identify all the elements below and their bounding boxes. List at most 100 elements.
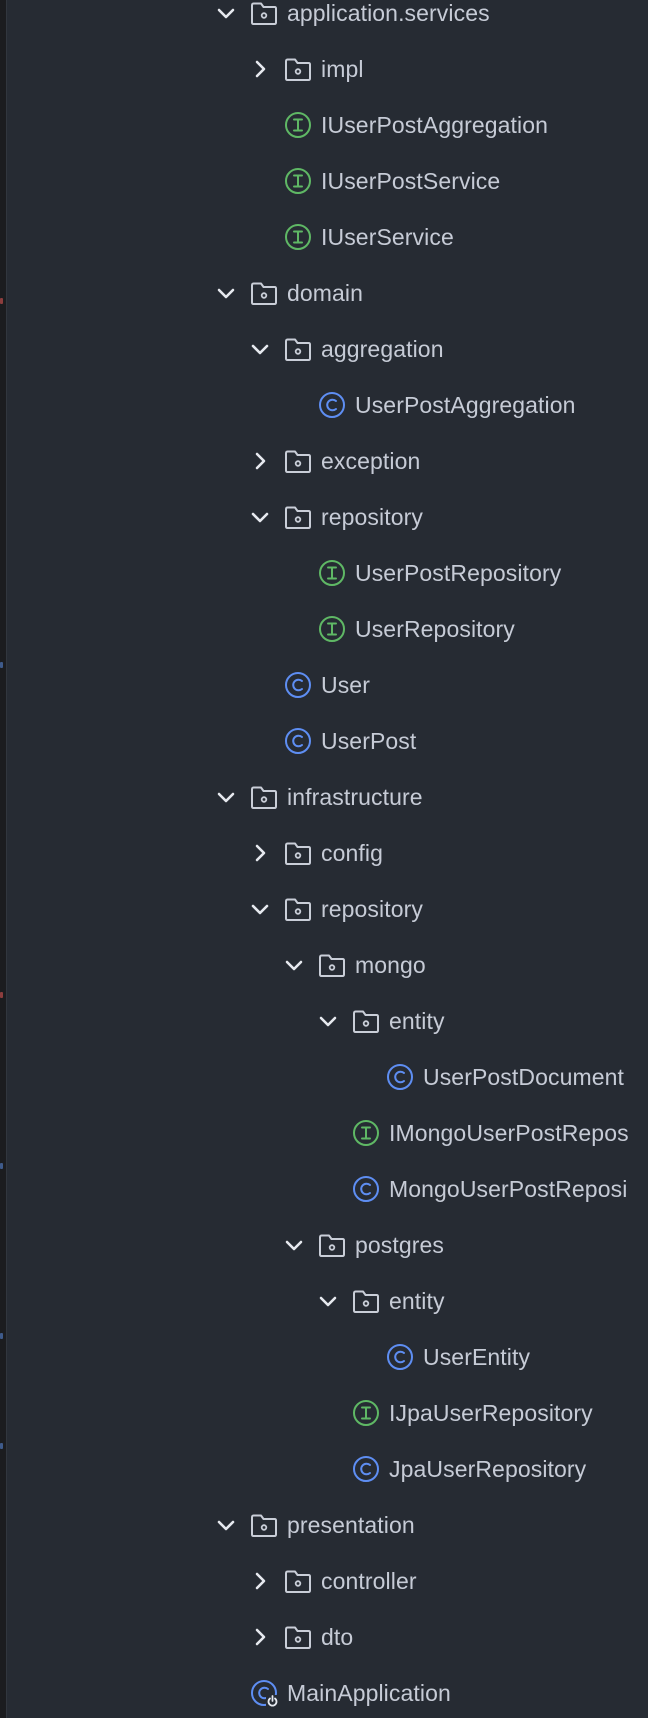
tree-node-impl[interactable]: impl [0, 41, 648, 97]
tree-node-label: impl [321, 56, 364, 82]
tree-node-presentation[interactable]: presentation [0, 1497, 648, 1553]
chevron-right-icon[interactable] [249, 450, 271, 472]
tree-node-label: entity [389, 1288, 445, 1314]
chevron-down-icon[interactable] [249, 898, 271, 920]
chevron-down-icon[interactable] [317, 1010, 339, 1032]
tree-node-label: dto [321, 1624, 354, 1650]
chevron-right-icon[interactable] [249, 58, 271, 80]
tree-node-infrastructure[interactable]: infrastructure [0, 769, 648, 825]
tree-node-application-services[interactable]: application.services [0, 0, 648, 41]
tree-node-userpostaggregation[interactable]: UserPostAggregation [0, 377, 648, 433]
tree-node-entity[interactable]: entity [0, 1273, 648, 1329]
class-icon [283, 726, 313, 756]
tree-node-postgres[interactable]: postgres [0, 1217, 648, 1273]
tree-node-iuserpostservice[interactable]: IUserPostService [0, 153, 648, 209]
folder-icon [249, 0, 279, 28]
tree-node-userpostdocument[interactable]: UserPostDocument [0, 1049, 648, 1105]
folder-icon [351, 1286, 381, 1316]
tree-node-label: repository [321, 504, 423, 530]
tree-node-label: aggregation [321, 336, 444, 362]
tree-node-mongouserpostreposi[interactable]: MongoUserPostReposi [0, 1161, 648, 1217]
tree-node-label: User [321, 672, 370, 698]
tree-node-ijpauserrepository[interactable]: IJpaUserRepository [0, 1385, 648, 1441]
tree-node-entity[interactable]: entity [0, 993, 648, 1049]
folder-icon [317, 1230, 347, 1260]
tree-node-userrepository[interactable]: UserRepository [0, 601, 648, 657]
tree-node-label: mongo [355, 952, 426, 978]
tree-node-aggregation[interactable]: aggregation [0, 321, 648, 377]
tree-node-mainapplication[interactable]: MainApplication [0, 1665, 648, 1718]
left-gutter [0, 0, 7, 1718]
tree-node-repository[interactable]: repository [0, 881, 648, 937]
folder-icon [283, 838, 313, 868]
tree-node-dto[interactable]: dto [0, 1609, 648, 1665]
interface-icon [351, 1118, 381, 1148]
tree-node-userentity[interactable]: UserEntity [0, 1329, 648, 1385]
tree-node-domain[interactable]: domain [0, 265, 648, 321]
tree-node-userpostrepository[interactable]: UserPostRepository [0, 545, 648, 601]
tree-node-jpauserrepository[interactable]: JpaUserRepository [0, 1441, 648, 1497]
tree-node-label: presentation [287, 1512, 415, 1538]
tree-node-label: UserPostDocument [423, 1064, 625, 1090]
chevron-down-icon[interactable] [215, 786, 237, 808]
tree-node-label: entity [389, 1008, 445, 1034]
chevron-down-icon[interactable] [249, 506, 271, 528]
tree-node-label: MongoUserPostReposi [389, 1176, 628, 1202]
interface-icon [283, 110, 313, 140]
spring-boot-class-icon [249, 1678, 279, 1708]
gutter-marker [0, 298, 3, 304]
tree-node-label: IUserPostAggregation [321, 112, 549, 138]
gutter-marker [0, 1443, 3, 1449]
tree-node-mongo[interactable]: mongo [0, 937, 648, 993]
tree-node-label: UserPost [321, 728, 417, 754]
tree-node-label: exception [321, 448, 421, 474]
class-icon [385, 1342, 415, 1372]
tree-node-label: MainApplication [287, 1680, 451, 1706]
folder-icon [249, 1510, 279, 1540]
chevron-right-icon[interactable] [249, 1626, 271, 1648]
tree-node-iuserservice[interactable]: IUserService [0, 209, 648, 265]
tree-node-label: IUserPostService [321, 168, 501, 194]
tree-node-repository[interactable]: repository [0, 489, 648, 545]
tree-node-label: infrastructure [287, 784, 423, 810]
gutter-marker [0, 992, 3, 998]
chevron-down-icon[interactable] [283, 1234, 305, 1256]
folder-icon [351, 1006, 381, 1036]
class-icon [385, 1062, 415, 1092]
tree-node-config[interactable]: config [0, 825, 648, 881]
tree-node-userpost[interactable]: UserPost [0, 713, 648, 769]
chevron-right-icon[interactable] [249, 842, 271, 864]
gutter-marker [0, 662, 3, 668]
tree-node-label: UserRepository [355, 616, 515, 642]
class-icon [317, 390, 347, 420]
interface-icon [351, 1398, 381, 1428]
chevron-down-icon[interactable] [215, 282, 237, 304]
tree-node-label: domain [287, 280, 364, 306]
tree-node-iuserpostaggregation[interactable]: IUserPostAggregation [0, 97, 648, 153]
folder-icon [283, 894, 313, 924]
chevron-down-icon[interactable] [215, 1514, 237, 1536]
chevron-down-icon[interactable] [215, 2, 237, 24]
folder-icon [283, 54, 313, 84]
chevron-down-icon[interactable] [317, 1290, 339, 1312]
gutter-marker [0, 1163, 3, 1169]
folder-icon [317, 950, 347, 980]
chevron-down-icon[interactable] [283, 954, 305, 976]
tree-node-label: IUserService [321, 224, 454, 250]
tree-node-exception[interactable]: exception [0, 433, 648, 489]
tree-node-imongouserpostrepos[interactable]: IMongoUserPostRepos [0, 1105, 648, 1161]
interface-icon [317, 614, 347, 644]
tree-node-controller[interactable]: controller [0, 1553, 648, 1609]
chevron-right-icon[interactable] [249, 1570, 271, 1592]
chevron-down-icon[interactable] [249, 338, 271, 360]
tree-node-label: config [321, 840, 383, 866]
tree-node-label: UserEntity [423, 1344, 531, 1370]
tree-node-label: JpaUserRepository [389, 1456, 587, 1482]
folder-icon [283, 1622, 313, 1652]
class-icon [351, 1454, 381, 1484]
interface-icon [283, 222, 313, 252]
folder-icon [283, 334, 313, 364]
tree-node-user[interactable]: User [0, 657, 648, 713]
tree-node-label: UserPostAggregation [355, 392, 576, 418]
